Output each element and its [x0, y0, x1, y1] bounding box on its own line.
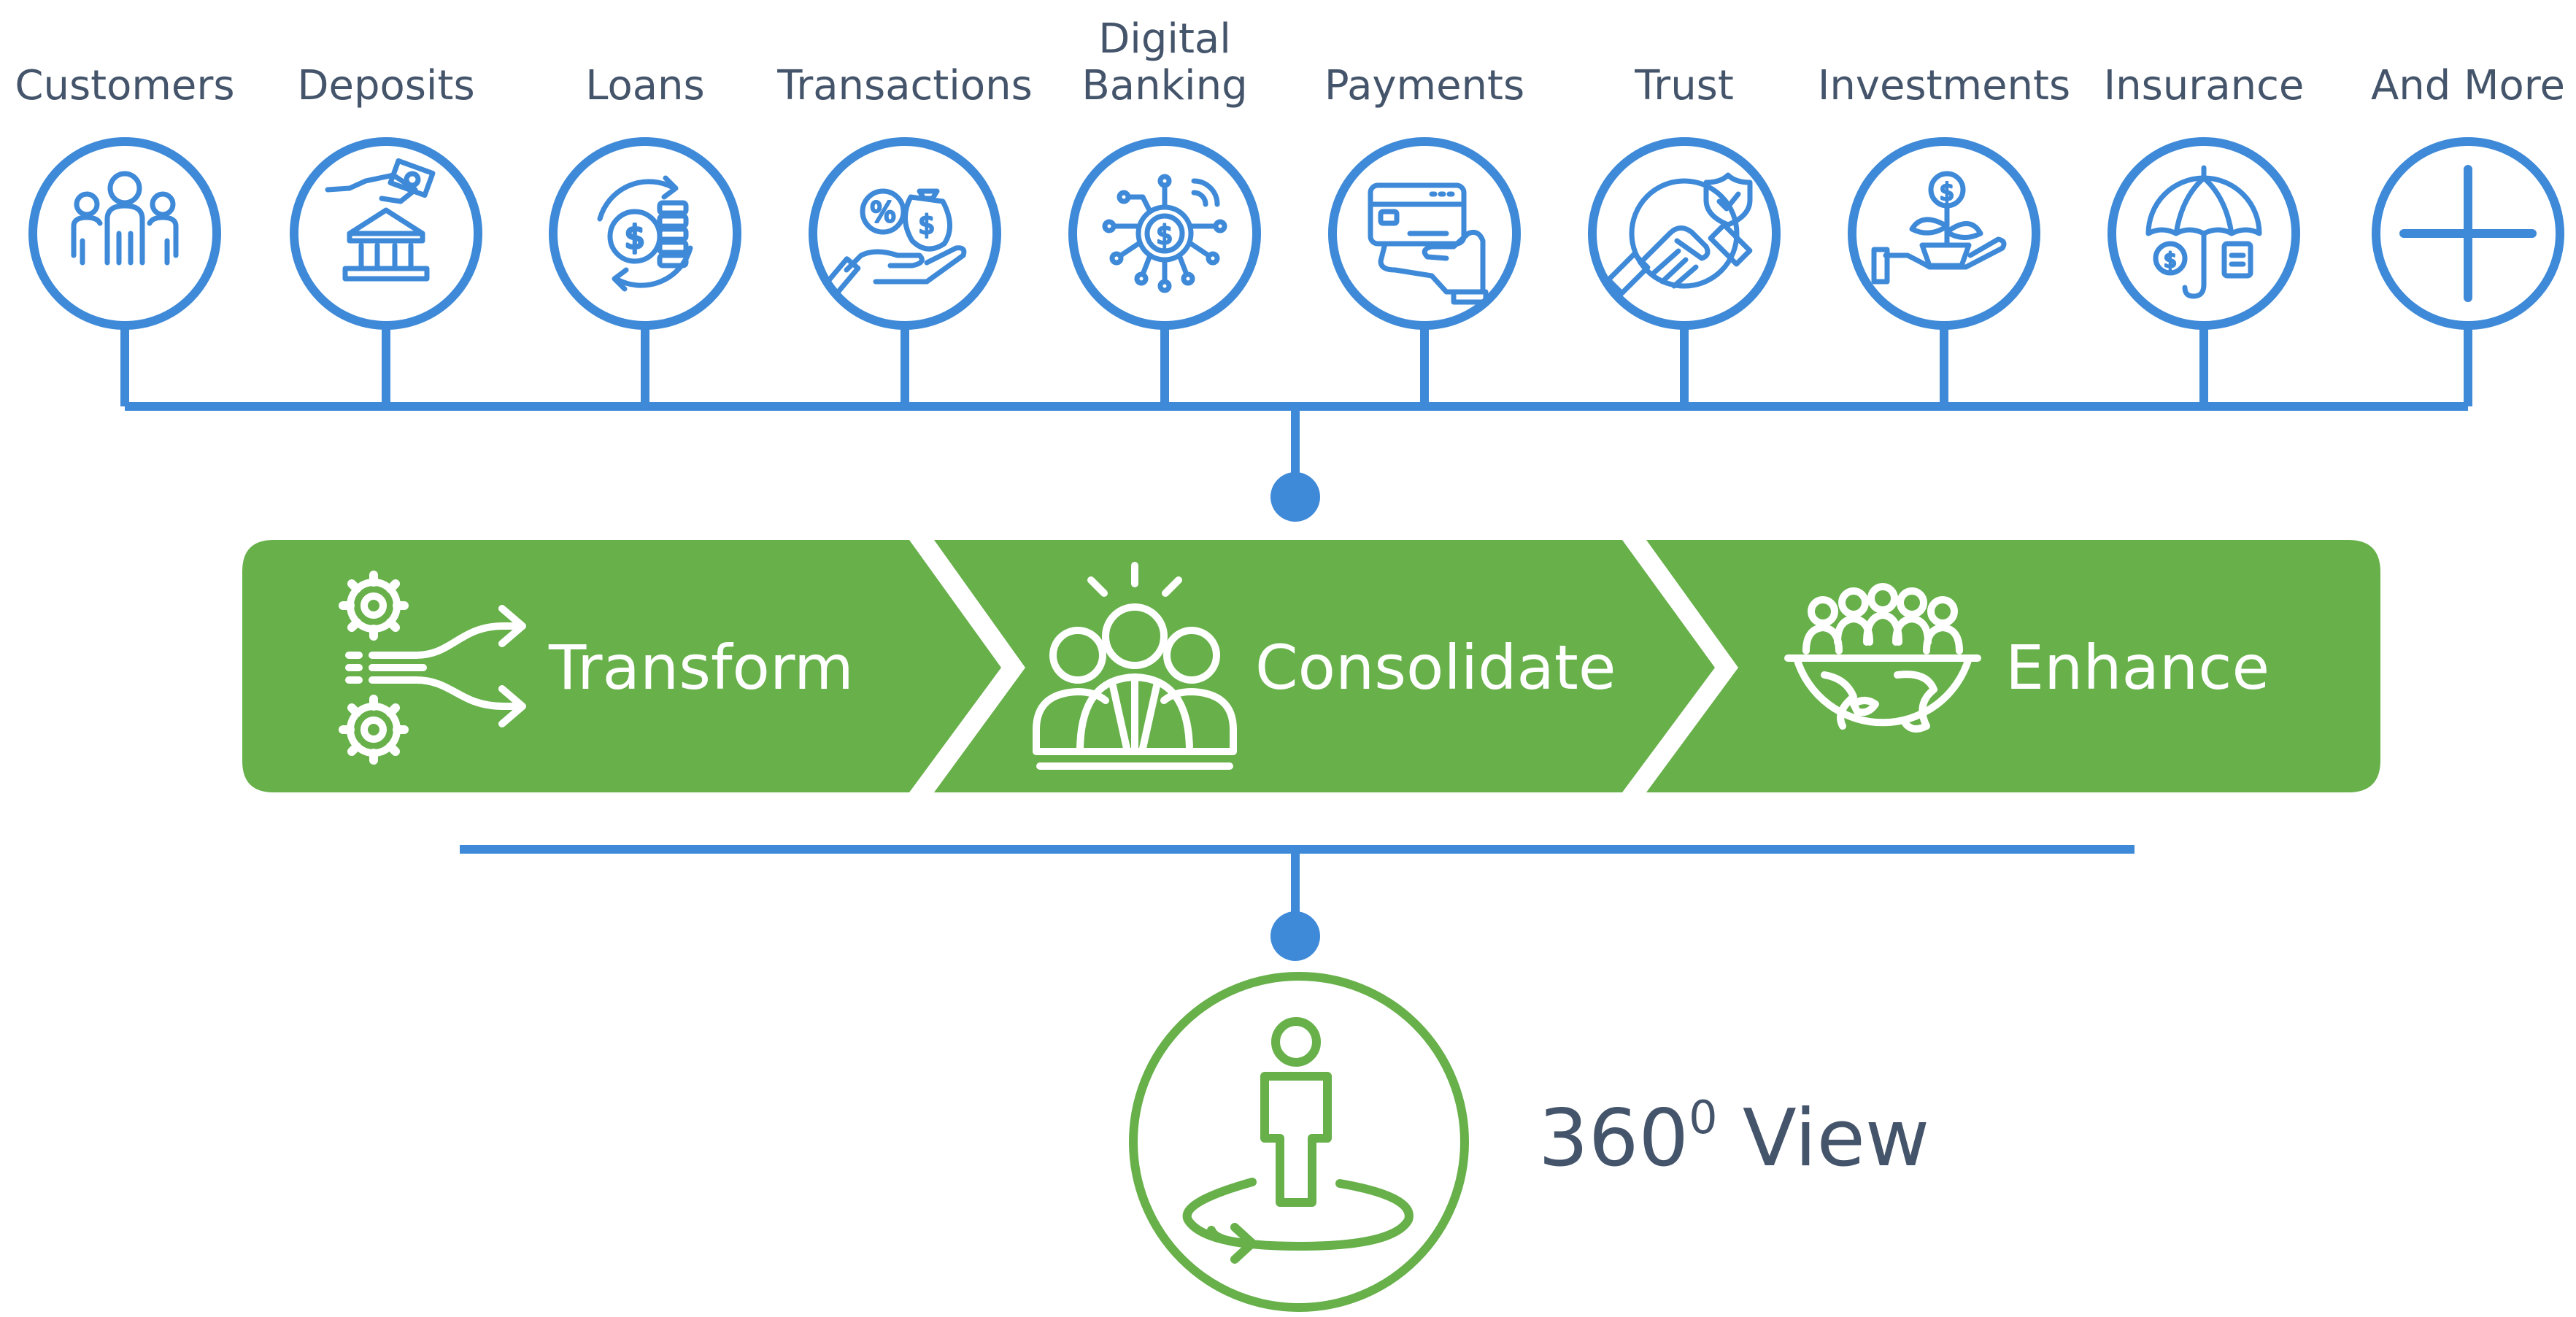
source-node-transactions: %$Transactions: [776, 62, 1033, 406]
source-label: Customers: [15, 62, 234, 109]
source-node-insurance: $ Insurance: [2104, 62, 2305, 406]
source-label: Insurance: [2104, 62, 2305, 109]
source-label-line: Customers: [15, 62, 234, 109]
svg-text:$: $: [2164, 248, 2177, 272]
source-label-line: Loans: [585, 62, 704, 109]
result-circle: [1129, 972, 1469, 1312]
svg-text:%: %: [870, 196, 896, 228]
source-label-line: And More: [2371, 62, 2565, 109]
plus-icon: [2399, 165, 2537, 302]
source-label: Payments: [1324, 62, 1524, 109]
source-label: Loans: [585, 62, 704, 109]
enhance-globe-people-icon: [1784, 583, 1981, 733]
deposit-bank-icon: [325, 158, 436, 282]
source-label: Transactions: [776, 62, 1033, 109]
source-label: And More: [2371, 62, 2565, 109]
source-label-line: Banking: [1081, 62, 1247, 109]
card-payment-icon: [1368, 182, 1489, 305]
source-circle: [809, 137, 1001, 330]
source-label-line: Payments: [1324, 62, 1524, 109]
result-label: 3600 View: [1538, 1091, 1929, 1184]
source-circle: [549, 137, 741, 330]
phase-label-consolidate: Consolidate: [1255, 632, 1616, 703]
result-node: [1129, 972, 1469, 1312]
insurance-umbrella-icon: $: [2145, 165, 2262, 299]
source-node-trust: Trust: [1588, 62, 1781, 406]
source-node-payments: Payments: [1324, 62, 1524, 406]
top-junction-dot: [1270, 472, 1320, 522]
transaction-hand-money-icon: %$: [823, 188, 967, 296]
source-label: Trust: [1634, 62, 1734, 109]
investment-plant-icon: $: [1871, 171, 2007, 285]
phase-label-transform: Transform: [548, 632, 854, 703]
svg-text:$: $: [1940, 178, 1954, 206]
source-node-deposits: Deposits: [290, 62, 482, 406]
transform-gears-arrows-icon: [339, 571, 526, 765]
process-banner: Transform Consolidate Enhance: [242, 540, 2380, 792]
consolidate-people-icon: [1033, 562, 1237, 770]
customers-group-icon: [71, 171, 179, 266]
source-label: Deposits: [297, 62, 474, 109]
source-label-line: Insurance: [2104, 62, 2305, 109]
source-label: Investments: [1818, 62, 2070, 109]
source-label-line: Transactions: [776, 62, 1033, 109]
phase-label-enhance: Enhance: [2005, 632, 2270, 703]
phase-transform-segment: [242, 540, 1001, 792]
source-label-line: Digital: [1098, 15, 1231, 63]
loan-coins-icon: $: [597, 175, 693, 292]
source-node-loans: $ Loans: [549, 62, 741, 406]
svg-text:$: $: [625, 219, 645, 256]
source-node-and-more: And More: [2371, 62, 2565, 406]
person-360-view-icon: [1182, 1017, 1414, 1264]
source-circle: [1848, 137, 2040, 330]
digital-banking-circuit-icon: $: [1102, 174, 1227, 293]
source-node-customers: Customers: [15, 62, 235, 406]
svg-text:$: $: [919, 210, 936, 240]
source-label-line: Investments: [1818, 62, 2070, 109]
source-label-line: Trust: [1634, 62, 1734, 109]
source-circle: [1588, 137, 1781, 330]
source-node-investments: $ Investments: [1818, 62, 2070, 406]
svg-text:$: $: [1157, 220, 1173, 250]
source-circle: [28, 137, 221, 330]
bottom-junction-dot: [1270, 911, 1320, 961]
trust-handshake-icon: [1605, 172, 1753, 296]
phase-consolidate-segment: [934, 540, 1715, 792]
source-label-line: Deposits: [297, 62, 474, 109]
